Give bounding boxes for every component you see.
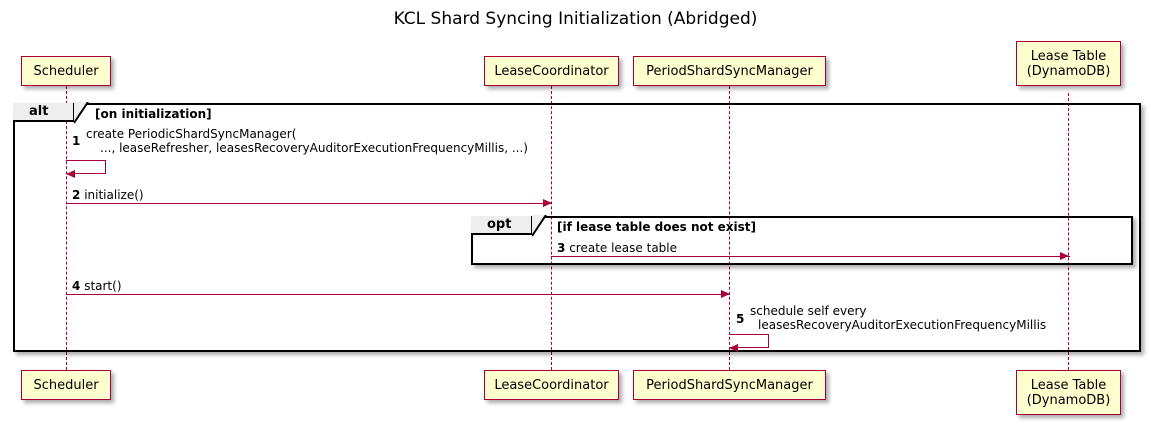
opt-frame-tab-notch-icon [532,215,547,237]
participant-lease-table-bottom[interactable]: Lease Table (DynamoDB) [1016,370,1121,415]
message-1-label: create PeriodicShardSyncManager( ..., le… [86,127,528,155]
participant-period-shard-sync-manager-label: PeriodShardSyncManager [646,63,813,79]
participant-scheduler-label: Scheduler [33,63,99,79]
message-4-line [66,294,730,295]
lifeline-period-shard-sync-manager [729,86,730,370]
message-3-arrowhead-icon [1060,251,1069,260]
lifeline-lease-table [1068,93,1069,370]
participant-period-shard-sync-manager-top[interactable]: PeriodShardSyncManager [633,56,826,86]
participant-lease-table-label-bottom-line2: (DynamoDB) [1026,392,1111,408]
message-4-label: 4 start() [72,279,122,293]
message-1-number: 1 [72,134,81,148]
alt-frame [13,103,1141,352]
opt-frame-tab: opt [471,216,533,235]
message-3-line [551,256,1070,257]
message-3-label: 3 create lease table [557,241,677,255]
participant-lease-coordinator-top[interactable]: LeaseCoordinator [484,56,619,86]
message-1-text-line1: create PeriodicShardSyncManager( [86,127,297,141]
message-2-label: 2 initialize() [72,188,144,202]
message-5-text-line1: schedule self every [750,304,867,318]
lifeline-scheduler [66,86,67,370]
message-3-number: 3 [557,241,566,255]
opt-frame-guard: [if lease table does not exist] [557,220,757,234]
message-4-arrowhead-icon [721,289,730,298]
message-2-arrowhead-icon [543,198,552,207]
participant-lease-coordinator-label: LeaseCoordinator [494,63,609,79]
participant-lease-coordinator-label-bottom: LeaseCoordinator [494,377,609,393]
alt-frame-keyword: alt [29,104,49,119]
message-1-arrowhead-icon [66,169,75,178]
alt-frame-tab: alt [13,103,75,122]
message-5-label: schedule self every leasesRecoveryAudito… [750,304,1046,332]
participant-scheduler-label-bottom: Scheduler [33,377,99,393]
participant-lease-table-label-bottom-line1: Lease Table [1030,377,1107,393]
participant-lease-table-label-line2: (DynamoDB) [1026,63,1111,79]
message-4-number: 4 [72,279,81,293]
message-3-text: create lease table [569,241,678,255]
opt-frame-keyword: opt [487,217,512,232]
alt-frame-guard: [on initialization] [95,107,212,121]
participant-lease-table-top[interactable]: Lease Table (DynamoDB) [1016,41,1121,86]
message-2-text: initialize() [84,188,144,202]
message-2-number: 2 [72,188,81,202]
message-2-line [66,203,552,204]
message-5-self-loop [729,334,769,348]
message-5-arrowhead-icon [729,343,738,352]
participant-lease-table-label-line1: Lease Table [1030,48,1107,64]
lifeline-lease-coordinator [551,86,552,370]
message-1-self-loop [66,160,106,174]
message-1-text-line2: ..., leaseRefresher, leasesRecoveryAudit… [100,141,528,155]
participant-scheduler-bottom[interactable]: Scheduler [21,370,111,400]
participant-lease-coordinator-bottom[interactable]: LeaseCoordinator [484,370,619,400]
participant-period-shard-sync-manager-bottom[interactable]: PeriodShardSyncManager [633,370,826,400]
opt-frame [471,216,1133,265]
message-5-text-line2: leasesRecoveryAuditorExecutionFrequencyM… [758,318,1047,332]
diagram-title: KCL Shard Syncing Initialization (Abridg… [393,9,758,29]
participant-period-shard-sync-manager-label-bottom: PeriodShardSyncManager [646,377,813,393]
participant-scheduler-top[interactable]: Scheduler [21,56,111,86]
alt-frame-tab-notch-icon [74,102,89,124]
message-4-text: start() [84,279,122,293]
message-5-number: 5 [736,312,745,326]
